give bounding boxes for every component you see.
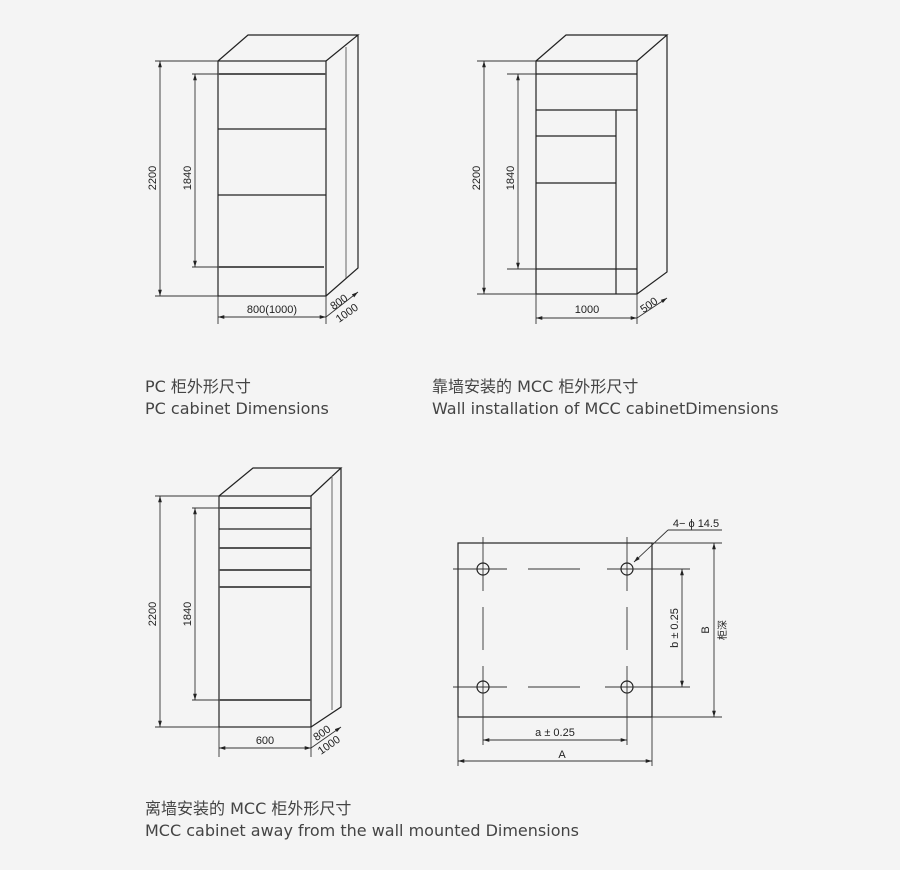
A-dim-label: A	[558, 749, 566, 761]
mounting-hole	[476, 562, 490, 576]
B-dim-label: B	[700, 626, 712, 633]
wall-width-label: 1000	[575, 304, 599, 316]
wall-mcc-cabinet-drawing: 2200 1840 1000 500	[471, 34, 669, 324]
wall-caption-en: Wall installation of MCC cabinetDimensio…	[432, 399, 779, 418]
wall-caption-cn: 靠墙安装的 MCC 柜外形尺寸	[432, 377, 639, 396]
wall-height-inner-label: 1840	[505, 166, 517, 190]
away-height-inner-label: 1840	[182, 602, 194, 626]
wall-height-total-label: 2200	[471, 166, 483, 190]
away-width-label: 600	[256, 735, 274, 747]
pc-caption-cn: PC 柜外形尺寸	[145, 377, 251, 396]
a-dim-label: a ± 0.25	[535, 727, 575, 739]
b-dim-label: b ± 0.25	[669, 608, 681, 648]
base-plate-drawing: 4− ϕ 14.5 b ± 0.25 B 柜深 a ± 0.25 A	[453, 518, 729, 766]
pc-height-total-label: 2200	[147, 166, 159, 190]
pc-height-inner-label: 1840	[182, 166, 194, 190]
holes-spec-label: 4− ϕ 14.5	[673, 518, 719, 530]
away-caption-en: MCC cabinet away from the wall mounted D…	[145, 821, 579, 840]
depth-label: 柜深	[716, 620, 729, 640]
pc-width-label: 800(1000)	[247, 304, 297, 316]
away-mcc-cabinet-drawing: 2200 1840 600 800 1000	[147, 467, 343, 757]
wall-depth-label: 500	[638, 295, 660, 315]
pc-cabinet-drawing: 2200 1840 800(1000) 800 1000	[147, 34, 361, 325]
away-height-total-label: 2200	[147, 602, 159, 626]
pc-caption-en: PC cabinet Dimensions	[145, 399, 329, 418]
away-caption-cn: 离墙安装的 MCC 柜外形尺寸	[145, 799, 352, 818]
